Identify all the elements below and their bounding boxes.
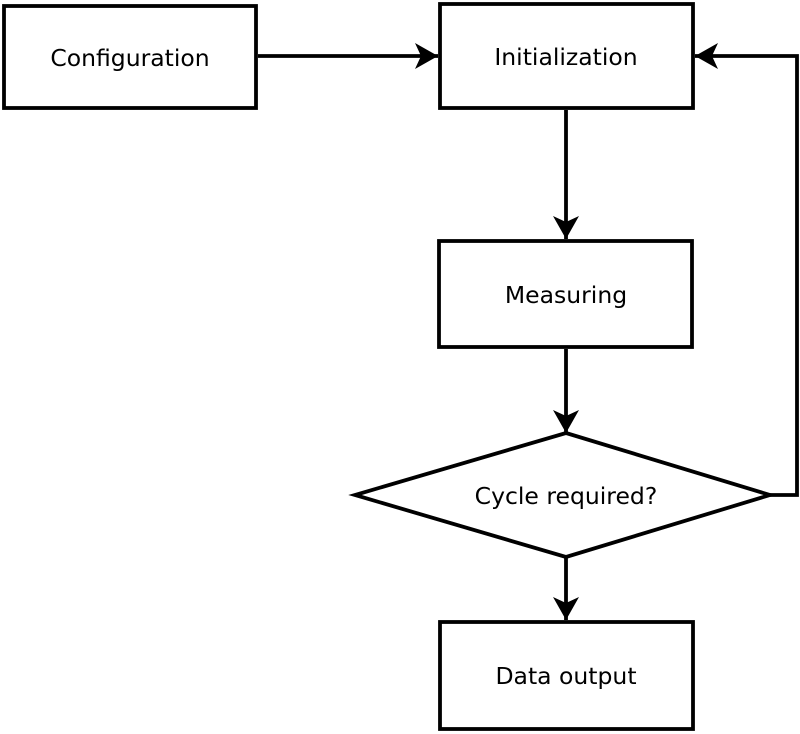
- node-data-output: Data output: [438, 620, 695, 731]
- initialization-box: [438, 2, 695, 110]
- configuration-box: [2, 4, 258, 110]
- initialization-label: Initialization: [494, 43, 637, 71]
- node-cycle-required: Cycle required?: [348, 431, 777, 559]
- measuring-box: [437, 239, 694, 349]
- configuration-label: Configuration: [50, 44, 209, 72]
- node-initialization: Initialization: [438, 2, 695, 110]
- data-output-label: Data output: [495, 662, 636, 690]
- measuring-label: Measuring: [505, 281, 627, 309]
- data-output-box: [438, 620, 695, 731]
- cycle-required-label: Cycle required?: [475, 482, 658, 510]
- edge-cycle-required-to-initialization-loop: [695, 43, 799, 497]
- cycle-required-diamond: [348, 431, 777, 559]
- node-configuration: Configuration: [2, 4, 258, 110]
- node-measuring: Measuring: [437, 239, 694, 349]
